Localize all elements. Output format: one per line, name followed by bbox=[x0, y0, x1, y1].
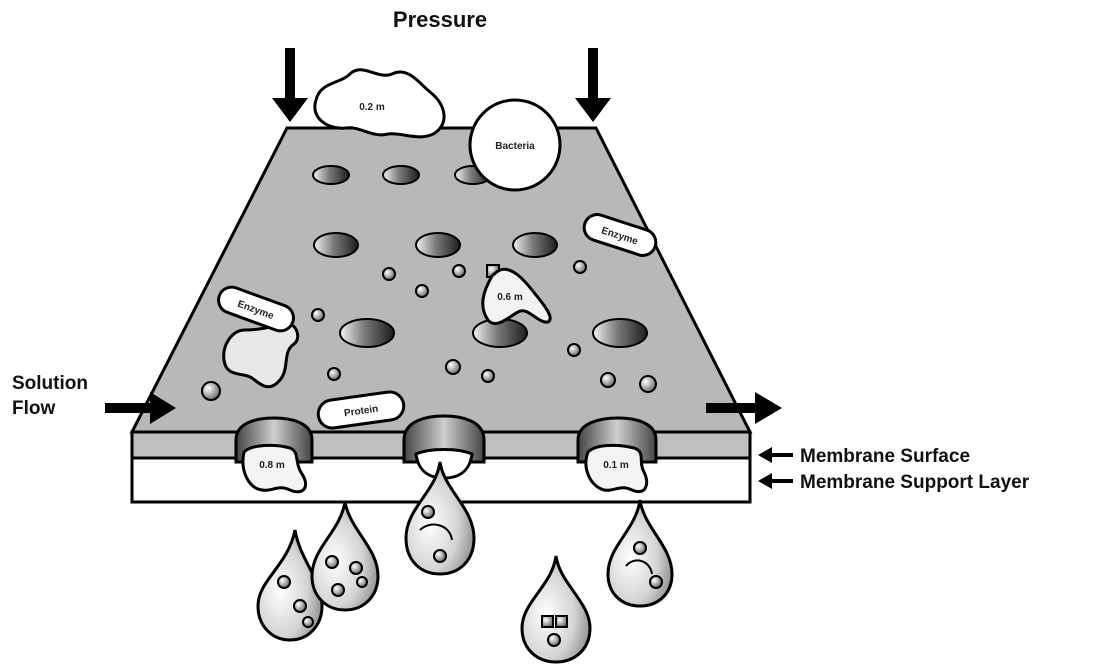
particle bbox=[640, 376, 656, 392]
particle bbox=[328, 368, 340, 380]
particle bbox=[202, 382, 220, 400]
pore-right-label: 0.1 m bbox=[603, 460, 629, 471]
solution-flow-label-line1: Solution bbox=[12, 373, 88, 394]
pore bbox=[513, 233, 557, 257]
top-blob-label: 0.2 m bbox=[359, 102, 385, 113]
down-arrow-icon bbox=[272, 48, 308, 122]
particle bbox=[416, 285, 428, 297]
left-arrow-icon bbox=[758, 473, 793, 489]
pore bbox=[340, 319, 394, 347]
droplet-icon bbox=[312, 502, 378, 610]
pressure-label: Pressure bbox=[393, 7, 487, 32]
pore-left-label: 0.8 m bbox=[259, 460, 285, 471]
particle bbox=[312, 309, 324, 321]
particle bbox=[453, 265, 465, 277]
bacteria-particle: Bacteria bbox=[470, 100, 560, 190]
pore bbox=[593, 319, 647, 347]
particle bbox=[446, 360, 460, 374]
pore bbox=[383, 166, 419, 184]
particle bbox=[601, 373, 615, 387]
bacteria-label: Bacteria bbox=[495, 141, 535, 152]
particle bbox=[482, 370, 494, 382]
mid-blob-label: 0.6 m bbox=[497, 292, 523, 303]
pore bbox=[314, 233, 358, 257]
membrane-support-layer-label: Membrane Support Layer bbox=[800, 472, 1030, 493]
pore bbox=[313, 166, 349, 184]
down-arrow-icon bbox=[575, 48, 611, 122]
label-pointer-arrows bbox=[758, 447, 793, 489]
solution-flow-label-line2: Flow bbox=[12, 398, 55, 419]
membrane-top-surface bbox=[132, 128, 750, 432]
particle bbox=[568, 344, 580, 356]
large-particle-blob: 0.2 m bbox=[315, 70, 444, 137]
droplet-icon bbox=[608, 500, 672, 606]
pore bbox=[416, 233, 460, 257]
left-arrow-icon bbox=[758, 447, 793, 463]
membrane-surface-label: Membrane Surface bbox=[800, 446, 970, 467]
particle bbox=[574, 261, 586, 273]
droplet-icon bbox=[522, 556, 590, 662]
particle bbox=[383, 268, 395, 280]
